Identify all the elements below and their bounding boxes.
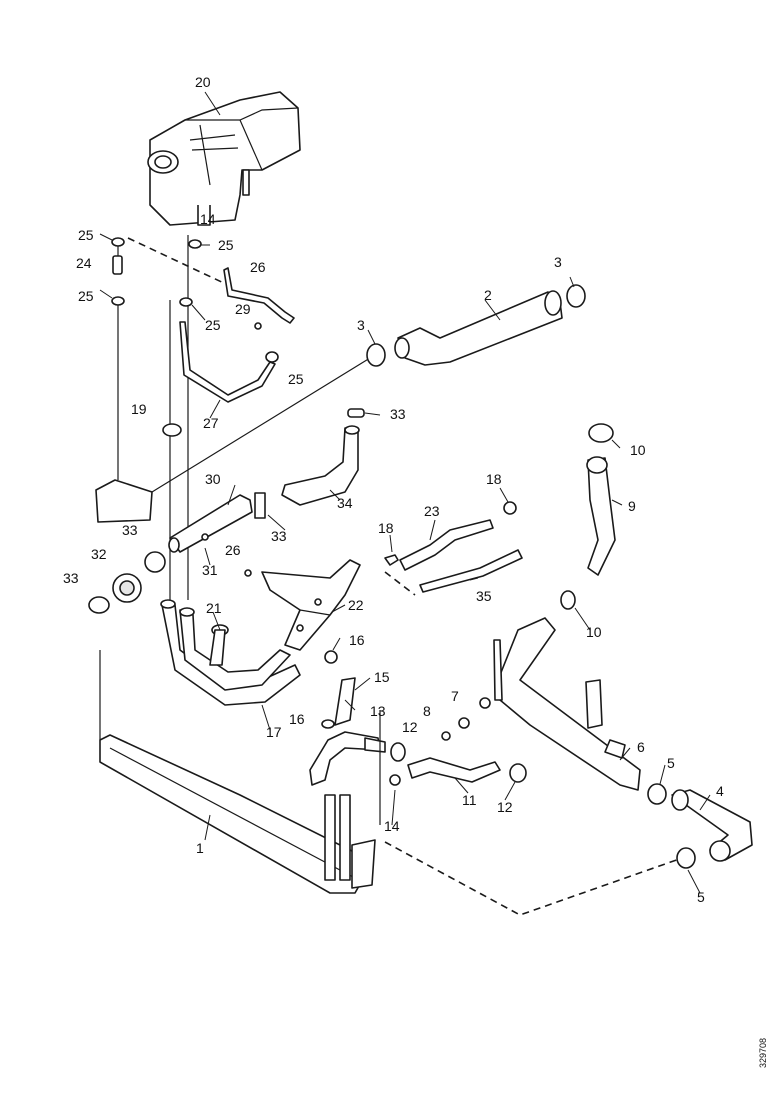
hose-34 xyxy=(281,425,360,506)
callout-34: 34 xyxy=(337,495,353,511)
dashed-connector-top xyxy=(127,237,229,286)
callout-33-top: 33 xyxy=(390,406,406,422)
callout-19: 19 xyxy=(131,401,147,417)
clamp-33-top xyxy=(347,408,365,418)
dashed-connector-bottom xyxy=(384,841,686,916)
callout-25-c: 25 xyxy=(218,237,234,253)
clamp-12-left xyxy=(390,742,406,762)
callout-26-top: 26 xyxy=(250,259,266,275)
callout-33-left: 33 xyxy=(63,570,79,586)
clamps-25-24 xyxy=(111,237,279,363)
clamp-18-right xyxy=(503,501,517,515)
callout-20: 20 xyxy=(195,74,211,90)
dashed-connector-35 xyxy=(384,571,416,596)
pipe-30-31 xyxy=(168,492,266,553)
clamp-near-7 xyxy=(479,697,491,709)
clamp-3-left xyxy=(366,343,386,367)
clamp-16-bottom xyxy=(321,719,335,729)
clamp-12-right xyxy=(509,763,527,783)
clamp-16-top xyxy=(324,650,338,664)
callout-30: 30 xyxy=(205,471,221,487)
callout-14-top: 14 xyxy=(200,211,216,227)
part-7 xyxy=(458,717,470,729)
callout-3-right: 3 xyxy=(554,254,562,270)
expansion-tank xyxy=(147,91,301,226)
callout-12-left: 12 xyxy=(402,719,418,735)
clamp-10-top xyxy=(588,423,614,443)
callout-15: 15 xyxy=(374,669,390,685)
callout-25-b: 25 xyxy=(78,288,94,304)
hose-23 xyxy=(399,519,494,571)
callout-labels: 20 2 3 3 25 24 25 25 26 29 25 25 19 27 3… xyxy=(63,74,724,905)
callout-35: 35 xyxy=(476,588,492,604)
bracket-13 xyxy=(309,731,386,786)
callout-4: 4 xyxy=(716,783,724,799)
bolt-26-lower xyxy=(244,569,252,577)
pipe-35 xyxy=(419,549,523,593)
callout-12-right: 12 xyxy=(497,799,513,815)
callout-18-right: 18 xyxy=(486,471,502,487)
callout-3-left: 3 xyxy=(357,317,365,333)
callout-8: 8 xyxy=(423,703,431,719)
callout-23: 23 xyxy=(424,503,440,519)
callout-25-a: 25 xyxy=(78,227,94,243)
hose-11 xyxy=(407,757,501,783)
leader-lines xyxy=(99,91,711,894)
callout-14: 14 xyxy=(384,818,400,834)
hose-9 xyxy=(586,456,616,576)
callout-26-bottom: 26 xyxy=(225,542,241,558)
clamp-5-upper xyxy=(647,783,667,805)
clamp-18-left xyxy=(384,554,399,566)
guide-line-to-3 xyxy=(151,357,371,493)
radiator-1 xyxy=(99,650,381,894)
callout-33-mid: 33 xyxy=(122,522,138,538)
callout-16-top: 16 xyxy=(349,632,365,648)
callout-17: 17 xyxy=(266,724,282,740)
clamp-10-bottom xyxy=(560,590,576,610)
callout-13: 13 xyxy=(370,703,386,719)
clamp-14 xyxy=(389,774,401,786)
callout-16-bottom: 16 xyxy=(289,711,305,727)
callout-29: 29 xyxy=(235,301,251,317)
callout-6: 6 xyxy=(637,739,645,755)
bleed-hose-26-27 xyxy=(179,267,295,403)
callout-25-e: 25 xyxy=(288,371,304,387)
coolant-pipe-assembly-17 xyxy=(160,599,301,706)
callout-24: 24 xyxy=(76,255,92,271)
callout-25-d: 25 xyxy=(205,317,221,333)
callout-7: 7 xyxy=(451,688,459,704)
callout-1: 1 xyxy=(196,840,204,856)
callout-5-upper: 5 xyxy=(667,755,675,771)
callout-27: 27 xyxy=(203,415,219,431)
clamp-19 xyxy=(162,423,182,437)
callout-5-lower: 5 xyxy=(697,889,705,905)
callout-10-bottom: 10 xyxy=(586,624,602,640)
callout-2: 2 xyxy=(484,287,492,303)
callout-31: 31 xyxy=(202,562,218,578)
clamp-33-mid xyxy=(144,551,166,573)
part-8 xyxy=(441,731,451,741)
hose-4 xyxy=(671,789,753,862)
callout-33-right: 33 xyxy=(271,528,287,544)
callout-18-left: 18 xyxy=(378,520,394,536)
bracket-22 xyxy=(261,559,361,651)
hose-15 xyxy=(334,677,356,726)
callout-21: 21 xyxy=(206,600,222,616)
mount-block xyxy=(95,479,153,523)
clamp-33-bottom xyxy=(88,596,110,614)
drawing-reference-number: 329708 xyxy=(758,1038,768,1068)
callout-22: 22 xyxy=(348,597,364,613)
callout-10-top: 10 xyxy=(630,442,646,458)
callout-9: 9 xyxy=(628,498,636,514)
callout-32: 32 xyxy=(91,546,107,562)
clamp-5-lower xyxy=(676,847,696,869)
callout-11: 11 xyxy=(462,792,477,808)
clamp-3-right xyxy=(566,284,586,308)
upper-radiator-hose-2 xyxy=(394,290,563,366)
